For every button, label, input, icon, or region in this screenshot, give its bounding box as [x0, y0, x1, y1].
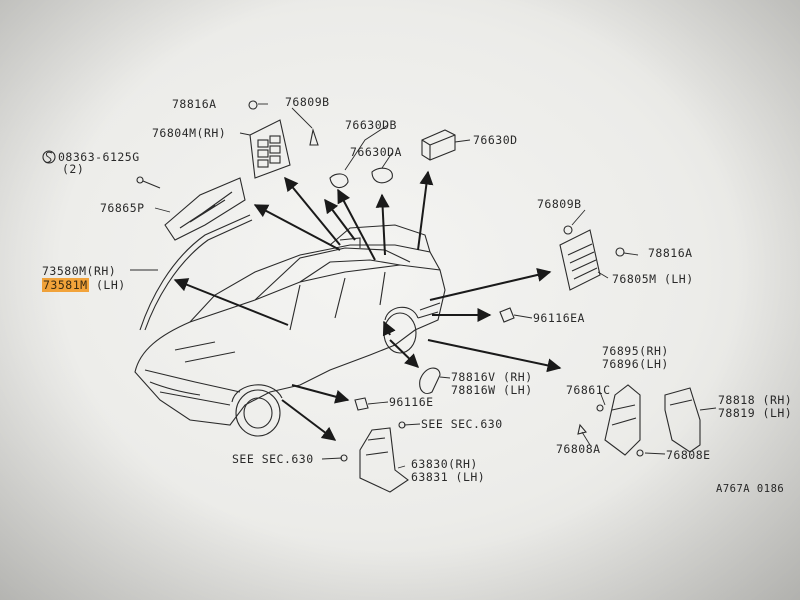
label-76809b-right: 76809B [537, 197, 582, 211]
label-78816a-right: 78816A [648, 246, 693, 260]
part-78818-mudflap [636, 387, 701, 457]
part-76630da [371, 167, 393, 184]
label-76896: 76896(LH) [602, 357, 669, 371]
screw-s-symbol-icon [42, 150, 56, 164]
part-76630d [421, 129, 456, 161]
part-78816v-lamp [419, 367, 441, 395]
label-76809b-top: 76809B [285, 95, 330, 109]
label-78818: 78818 (RH) [718, 393, 793, 407]
roof-moulding-strip [139, 214, 251, 331]
label-08363-qty: (2) [62, 162, 85, 176]
label-96116e: 96116E [389, 395, 434, 409]
label-78816v: 78816V (RH) [451, 370, 533, 384]
label-76861c: 76861C [566, 383, 611, 397]
label-76895: 76895(RH) [602, 344, 669, 358]
label-76808e: 76808E [666, 448, 711, 462]
part-76895-mudflap [577, 384, 641, 456]
label-73581m: 73581M (LH) [42, 278, 126, 292]
label-76808a: 76808A [556, 442, 601, 456]
label-63831: 63831 (LH) [411, 470, 486, 484]
label-see-sec-left: SEE SEC.630 [232, 452, 314, 466]
label-76630db: 76630DB [345, 118, 397, 132]
label-78819: 78819 (LH) [718, 406, 793, 420]
label-76630da: 76630DA [350, 145, 402, 159]
part-76804m-vent [248, 100, 319, 179]
part-76630db [329, 173, 349, 189]
part-76865p-bracket [136, 176, 246, 241]
label-78816a-top: 78816A [172, 97, 217, 111]
label-78816w: 78816W (LH) [451, 383, 533, 397]
part-76805m-vent [559, 225, 625, 291]
diagram-id: A767A 0186 [716, 483, 785, 495]
label-76630d: 76630D [473, 133, 518, 147]
part-63830-mudflap [340, 421, 409, 493]
part-96116e [354, 397, 369, 411]
label-76865p: 76865P [100, 201, 145, 215]
label-76804m: 76804M(RH) [152, 126, 227, 140]
label-76805m: 76805M (LH) [612, 272, 694, 286]
label-see-sec-right: SEE SEC.630 [421, 417, 503, 431]
part-96116ea [499, 307, 515, 323]
label-73581m-side: (LH) [88, 278, 126, 292]
label-08363: 08363-6125G [58, 150, 140, 164]
highlight-73581m: 73581M [42, 278, 89, 292]
label-63830: 63830(RH) [411, 457, 478, 471]
label-73580m: 73580M(RH) [42, 264, 117, 278]
label-96116ea: 96116EA [533, 311, 585, 325]
car-outline [134, 224, 446, 437]
